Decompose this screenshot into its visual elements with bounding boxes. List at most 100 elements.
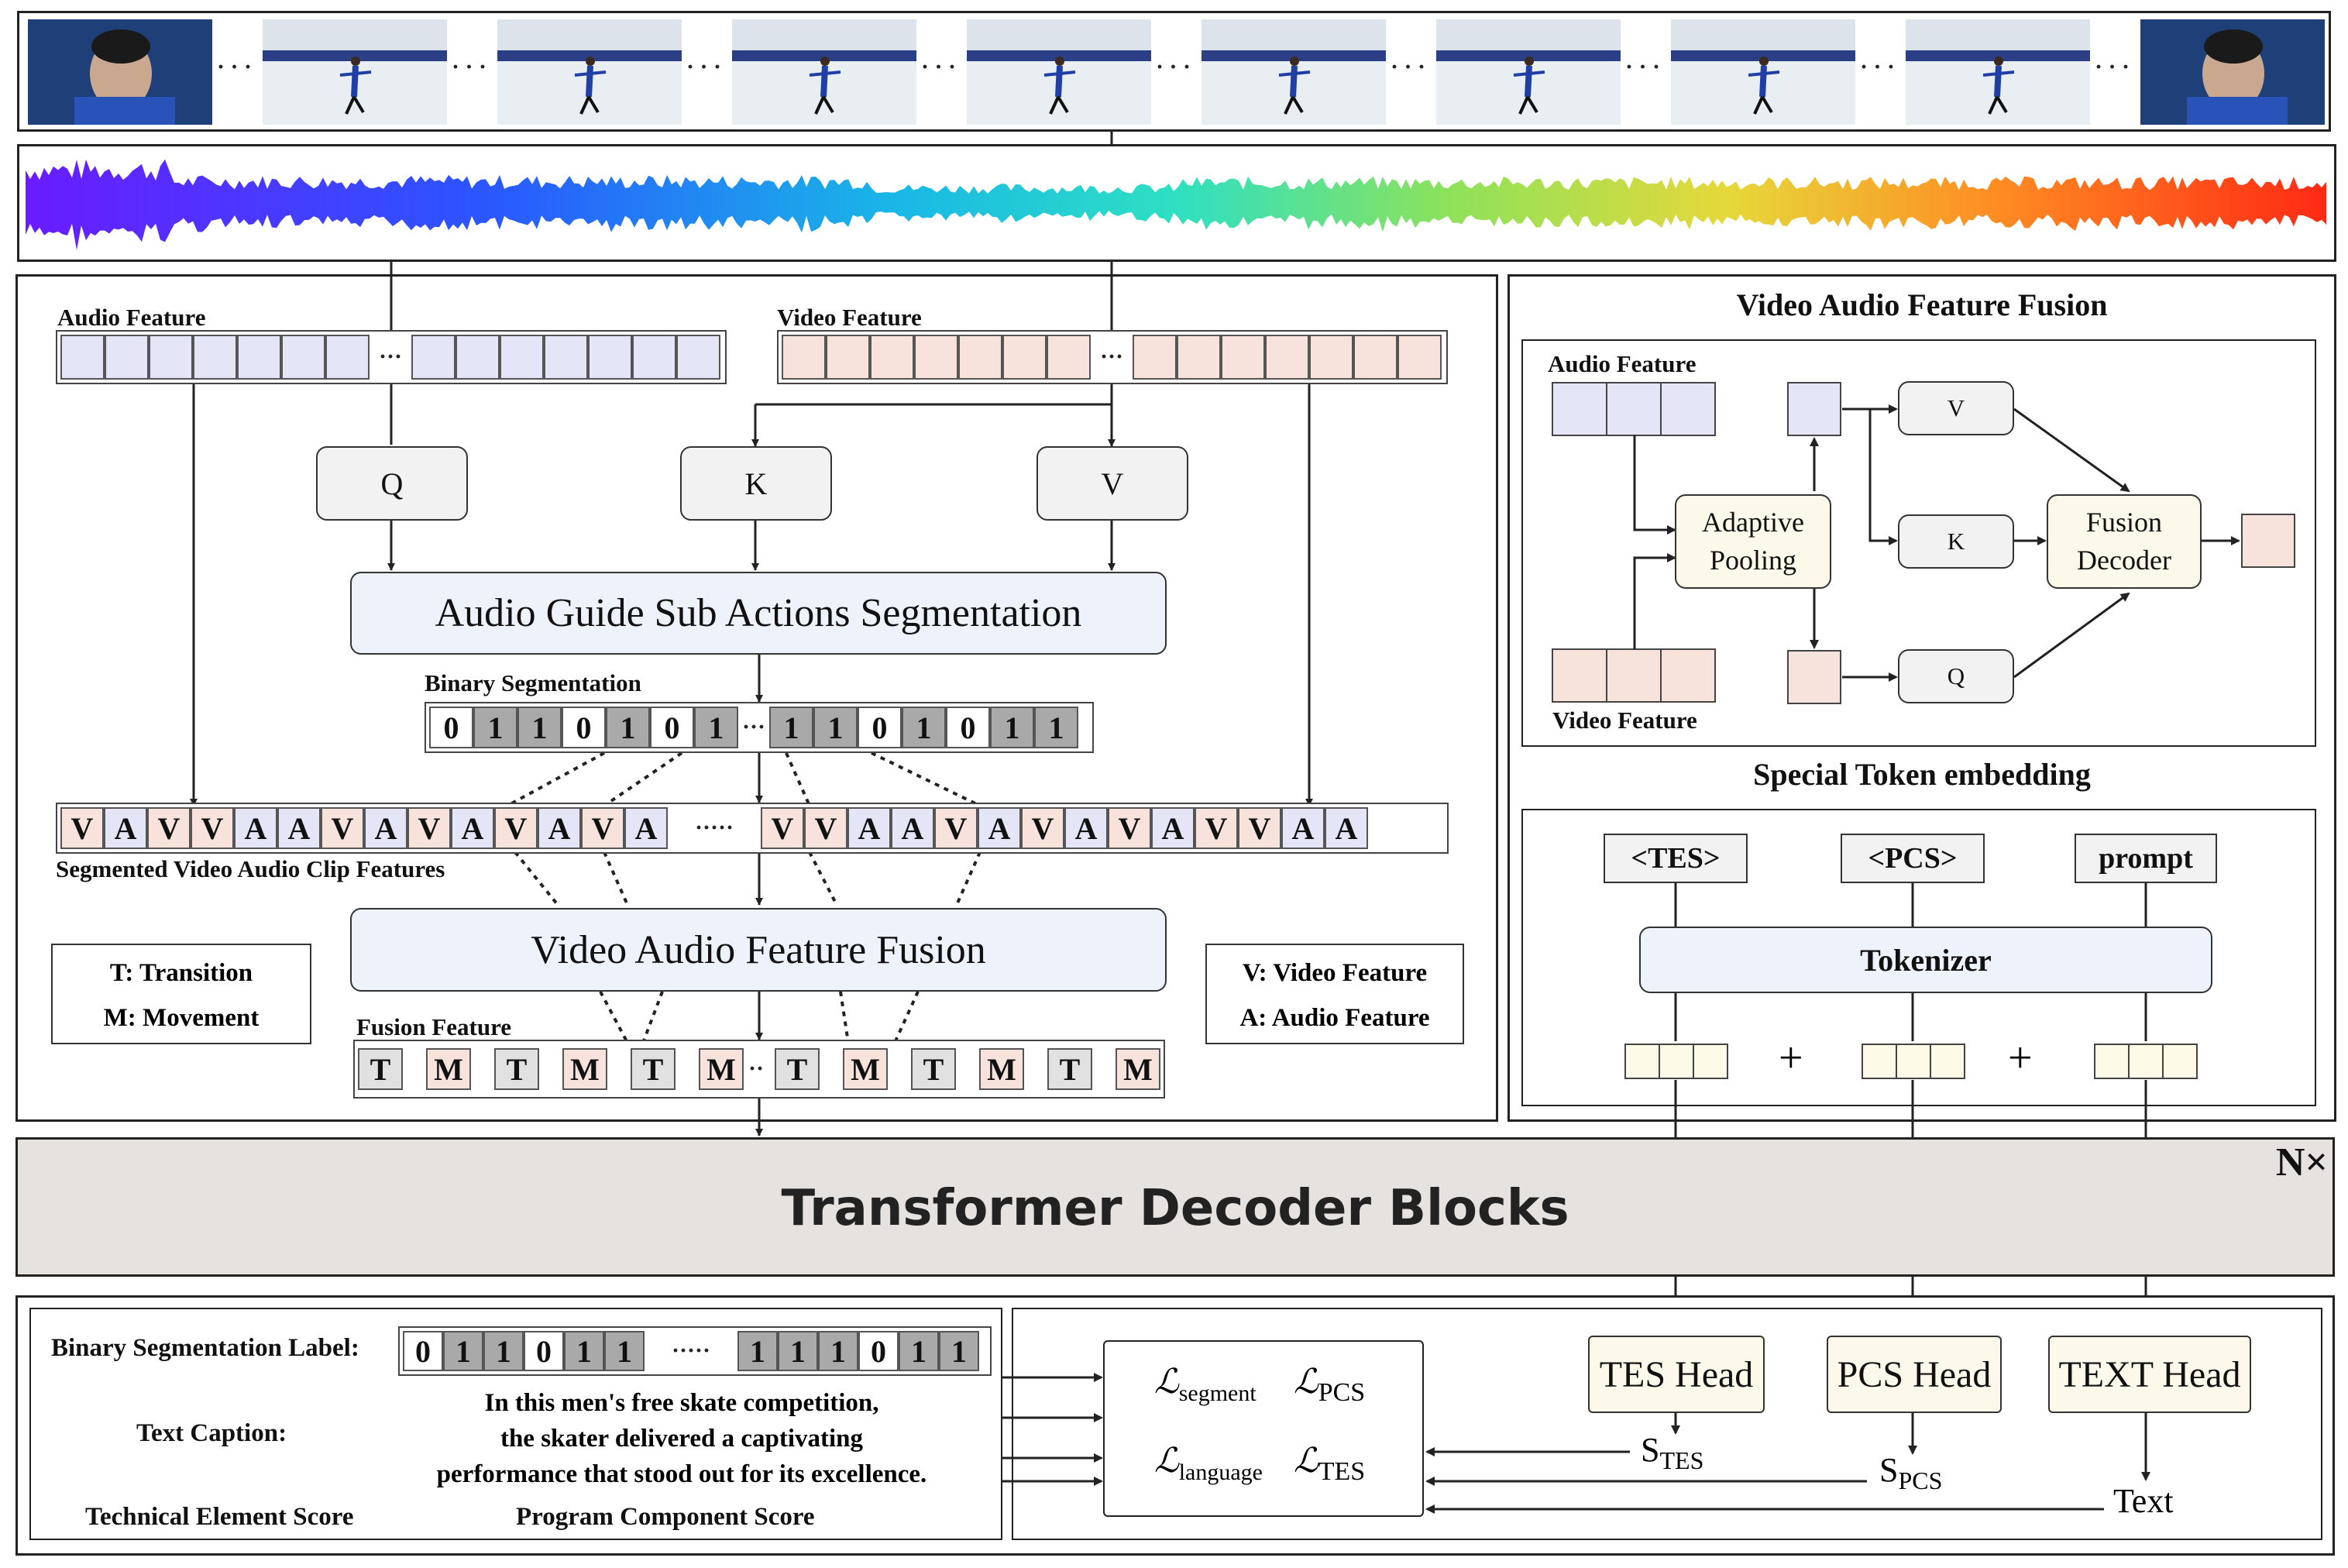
loss-segment-sub: segment <box>1178 1380 1257 1406</box>
clip-token: V <box>191 807 234 849</box>
binary-label-cell: 1 <box>483 1331 524 1371</box>
audio-feature-cell <box>411 335 456 380</box>
pcs-token: <PCS> <box>1841 834 1985 883</box>
binary-label-cell: 1 <box>604 1331 645 1371</box>
fusion-token: T <box>494 1048 539 1090</box>
video-feature-cell <box>1221 335 1265 380</box>
pcs-head: PCS Head <box>1827 1336 2002 1413</box>
audio-feature-cell <box>632 335 676 380</box>
clip-token: V <box>60 807 104 849</box>
clip-token: A <box>891 807 934 849</box>
q-box: Q <box>316 446 468 521</box>
loss-language: ℒlanguage <box>1154 1442 1263 1485</box>
fusion-token: M <box>1116 1048 1160 1090</box>
audio-feature-cell <box>456 335 500 380</box>
frame-ellipsis: · · · <box>1391 54 1426 80</box>
loss-segment: ℒsegment <box>1154 1363 1257 1406</box>
clip-token: A <box>624 807 668 849</box>
right-panel <box>1507 274 2336 1122</box>
binary-label-cell: 0 <box>524 1331 564 1371</box>
binary-cell: 0 <box>429 707 473 748</box>
clip-token: V <box>581 807 624 849</box>
audio-waveform <box>26 159 2326 250</box>
clip-token: A <box>104 807 147 849</box>
clip-token: V <box>494 807 538 849</box>
fusion-decoder-box: Fusion Decoder <box>2047 494 2202 589</box>
loss-tes-sub: TES <box>1318 1456 1366 1486</box>
binary-label-cell: 0 <box>403 1331 443 1371</box>
caption-line-3: performance that stood out for its excel… <box>436 1460 927 1488</box>
audio-feature-cell <box>676 335 720 380</box>
legend-movement: M: Movement <box>103 1004 260 1032</box>
fusion-token: M <box>426 1048 471 1090</box>
binary-label-cell: 1 <box>564 1331 604 1371</box>
binary-cell: 0 <box>650 707 694 748</box>
video-feature-cell <box>782 335 826 380</box>
legend-t-m: T: Transition M: Movement <box>51 944 311 1044</box>
video-feature-cell <box>826 335 870 380</box>
video-feature-cell <box>914 335 958 380</box>
clip-token: V <box>1021 807 1064 849</box>
fusion-panel-title: Video Audio Feature Fusion <box>1736 287 2108 322</box>
frame-image <box>1906 19 2090 125</box>
binary-cell: 1 <box>769 707 813 748</box>
video-frame-thumbnail <box>263 19 447 125</box>
clip-token: V <box>804 807 847 849</box>
frame-image <box>732 19 916 125</box>
binary-label-cell: 1 <box>899 1331 939 1371</box>
clip-token: V <box>1195 807 1238 849</box>
fusion-audio-label: Audio Feature <box>1548 350 1697 377</box>
binary-segmentation-title: Binary Segmentation <box>425 669 641 696</box>
audio-feature-cell <box>193 335 237 380</box>
video-feature-cell <box>1265 335 1309 380</box>
binary-cell: 1 <box>473 707 517 748</box>
video-feature-cell <box>1177 335 1221 380</box>
clip-token: V <box>1238 807 1281 849</box>
v-box: V <box>1036 446 1188 521</box>
adaptive-pooling-label: Adaptive Pooling <box>1702 507 1804 576</box>
caption-label: Text Caption: <box>136 1419 287 1447</box>
video-feature-cell <box>958 335 1002 380</box>
tokenizer-box: Tokenizer <box>1639 927 2212 993</box>
loss-pcs: ℒPCS <box>1294 1363 1366 1407</box>
frame-ellipsis: · · · <box>1156 54 1191 80</box>
plus-sign-2: + <box>2008 1034 2033 1082</box>
clip-token: A <box>1281 807 1325 849</box>
clip-token: A <box>364 807 407 849</box>
fusion-v-box: V <box>1898 381 2014 435</box>
video-frame-thumbnail <box>1906 19 2090 125</box>
video-feature-cell <box>1002 335 1047 380</box>
plus-sign-1: + <box>1779 1034 1803 1082</box>
video-frame-thumbnail <box>1436 19 1621 125</box>
pcs-score-label: Program Component Score <box>516 1503 815 1531</box>
audio-feature-cell <box>544 335 588 380</box>
video-frame-thumbnail <box>28 19 212 128</box>
video-frame-thumbnail <box>1671 19 1855 125</box>
s-tes-sub: TES <box>1659 1446 1704 1474</box>
decoder-title: Transformer Decoder Blocks <box>781 1180 1569 1237</box>
fusion-token: T <box>775 1048 820 1090</box>
fusion-token: T <box>358 1048 403 1090</box>
video-frame-thumbnail <box>967 19 1151 125</box>
video-feature-cell <box>1309 335 1353 380</box>
audio-feature-cell <box>281 335 325 380</box>
audio-feature-cell <box>500 335 544 380</box>
segmentation-panel <box>15 274 1498 1122</box>
binary-label-cell: 1 <box>737 1331 778 1371</box>
video-frame-thumbnail <box>1202 19 1386 125</box>
loss-tes: ℒTES <box>1294 1442 1366 1486</box>
fusion-block: Video Audio Feature Fusion <box>350 908 1167 992</box>
video-feature-cell <box>1397 335 1442 380</box>
waveform-path <box>26 159 2326 250</box>
video-feature-row: ··· <box>777 330 1448 384</box>
video-feature-cell <box>870 335 914 380</box>
token-panel-title: Special Token embedding <box>1753 757 2091 792</box>
clip-token: V <box>147 807 191 849</box>
prompt-token: prompt <box>2075 834 2217 883</box>
